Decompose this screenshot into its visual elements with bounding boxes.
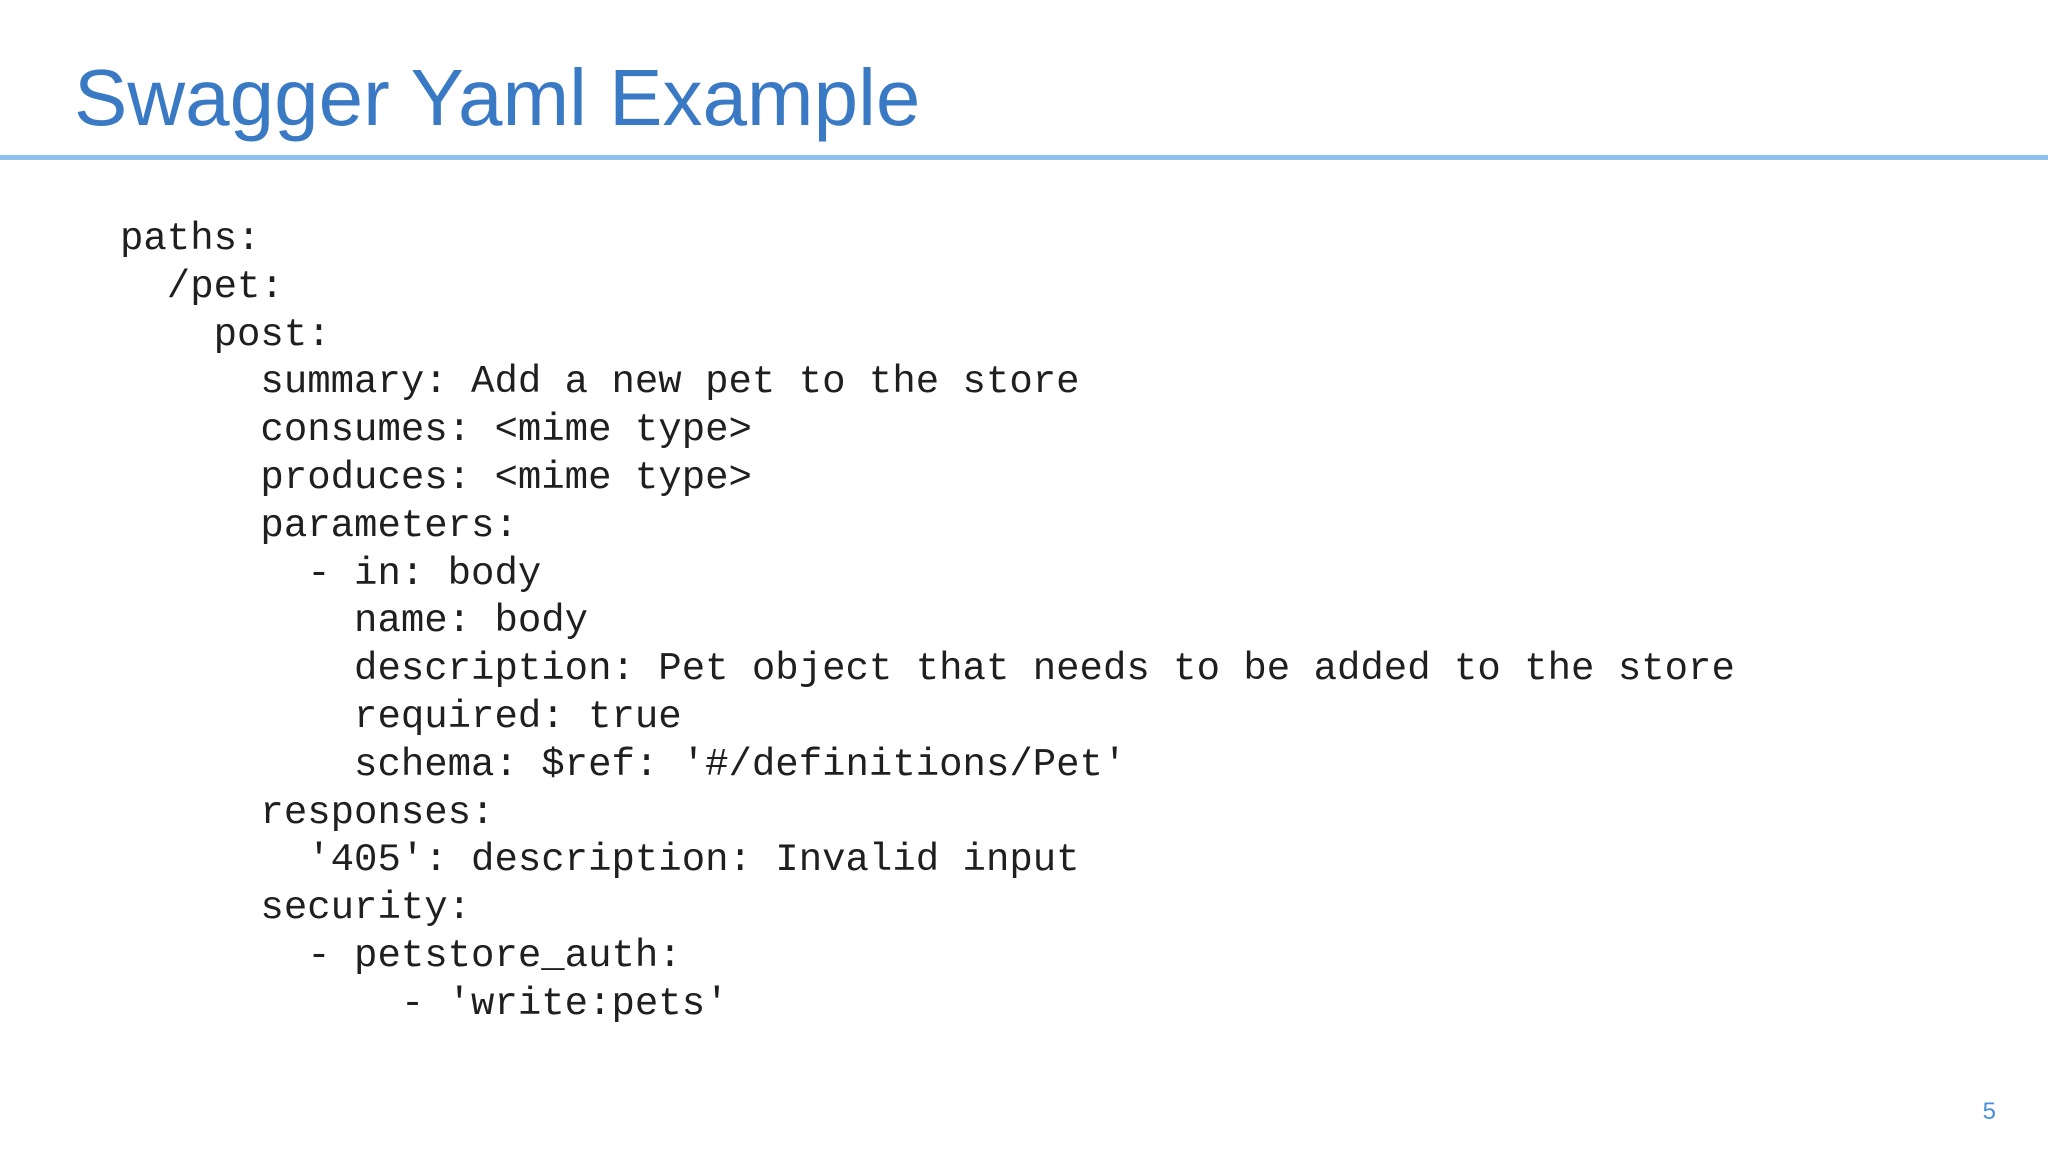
code-line: responses: (120, 790, 495, 835)
code-line: schema: $ref: '#/definitions/Pet' (120, 742, 1127, 787)
code-line: - petstore_auth: (120, 933, 682, 978)
code-line: post: (120, 312, 331, 357)
code-line: /pet: (120, 264, 284, 309)
code-line: parameters: (120, 503, 518, 548)
code-line: security: (120, 886, 472, 931)
code-line: summary: Add a new pet to the store (120, 360, 1080, 405)
code-line: - in: body (120, 551, 542, 596)
code-line: name: body (120, 599, 589, 644)
code-line: - 'write:pets' (120, 981, 729, 1026)
code-line: description: Pet object that needs to be… (120, 647, 1735, 692)
code-line: '405': description: Invalid input (120, 838, 1080, 883)
page-number: 5 (1982, 1098, 1996, 1125)
code-line: required: true (120, 694, 682, 739)
code-line: paths: (120, 217, 261, 261)
slide-title: Swagger Yaml Example (74, 53, 921, 142)
yaml-code-block: paths: /pet: post: summary: Add a new pe… (120, 216, 1735, 1029)
code-line: consumes: <mime type> (120, 408, 752, 453)
code-line: produces: <mime type> (120, 455, 752, 500)
title-divider (0, 155, 2048, 160)
